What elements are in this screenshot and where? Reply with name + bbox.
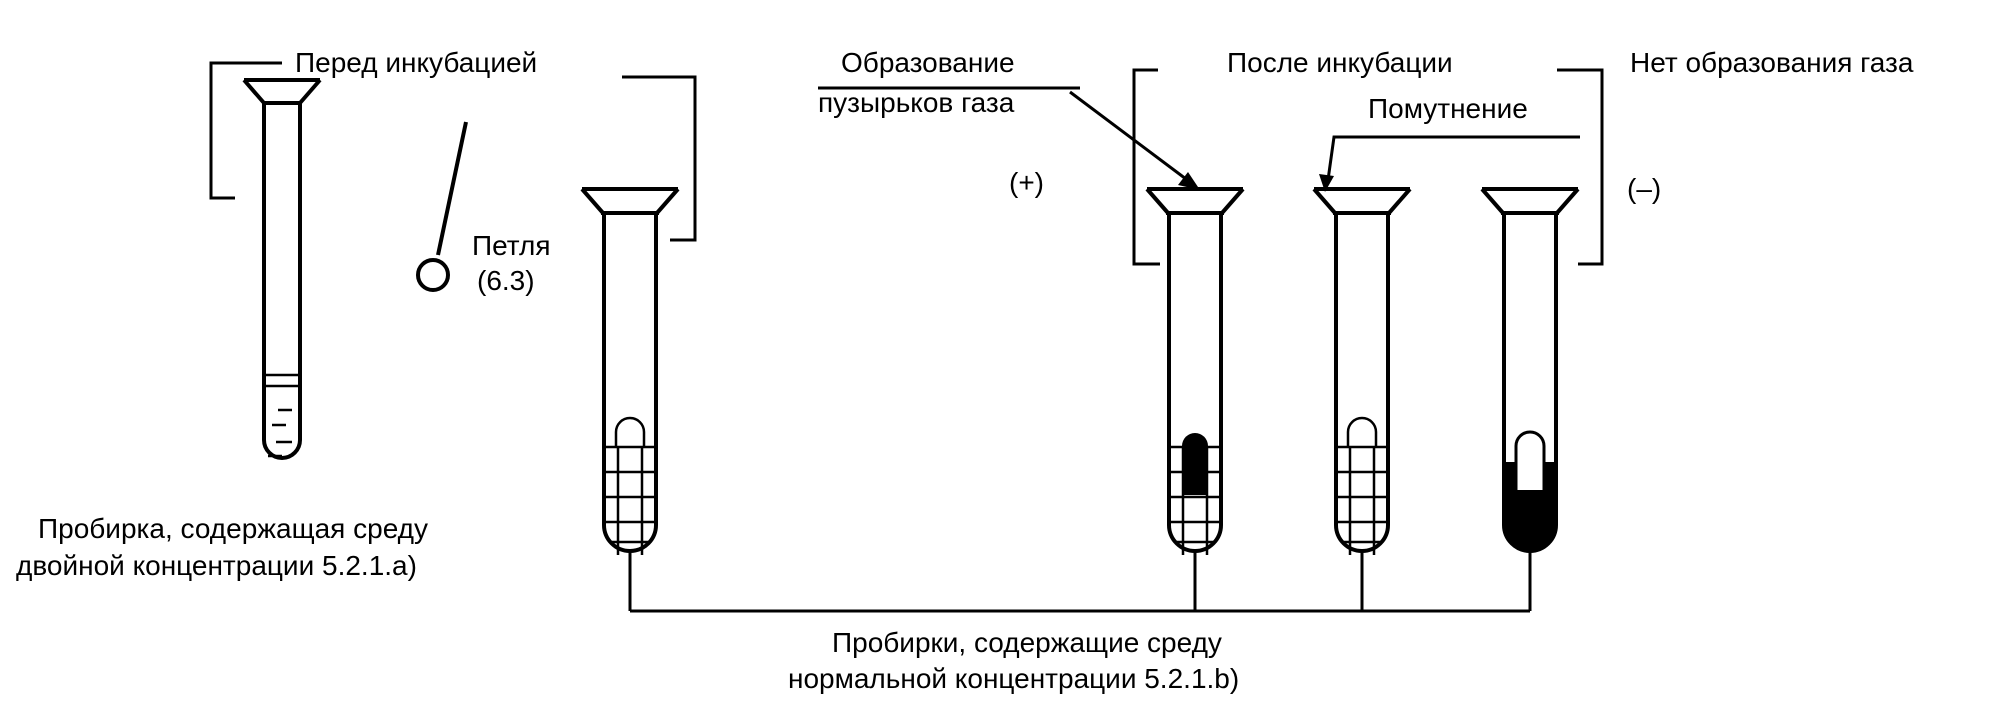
after-incubation-label: После инкубации [1227, 47, 1453, 78]
turbidity-arrow [1319, 135, 1580, 192]
double-tube-caption-line2: двойной концентрации 5.2.1.a) [16, 550, 417, 581]
positive-sign: (+) [1009, 167, 1044, 198]
empty-inner-vial [1514, 430, 1546, 490]
no-gas-label: Нет образования газа [1630, 47, 1914, 78]
tube-no-gas-negative [1480, 187, 1580, 553]
double-concentration-tube [242, 78, 322, 460]
double-tube-caption-line1: Пробирка, содержащая среду [38, 513, 428, 544]
gas-bubbles-label-line2: пузырьков газа [818, 87, 1015, 118]
tube-gas-positive [1145, 187, 1245, 555]
before-incubation-label: Перед инкубацией [295, 47, 537, 78]
normal-tubes-caption-line1: Пробирки, содержащие среду [832, 627, 1222, 658]
after-incubation-bracket [1132, 68, 1604, 266]
gas-bubbles-arrow [1069, 90, 1200, 190]
normal-tubes-connector [628, 552, 1532, 613]
tube-turbidity [1312, 187, 1412, 555]
loop-icon [416, 121, 468, 292]
gas-bubble-fill [1182, 433, 1208, 495]
loop-label-line2: (6.3) [477, 265, 535, 296]
normal-tubes-caption-line2: нормальной концентрации 5.2.1.b) [788, 663, 1239, 694]
gas-bubbles-label: Образование пузырьков газа [818, 47, 1080, 118]
before-incubation-bracket [209, 61, 697, 242]
turbidity-label: Помутнение [1368, 93, 1528, 124]
gas-bubbles-label-line1: Образование [841, 47, 1015, 78]
loop-label-line1: Петля [472, 230, 550, 261]
negative-sign: (–) [1627, 173, 1661, 204]
normal-tube-before [580, 187, 680, 555]
